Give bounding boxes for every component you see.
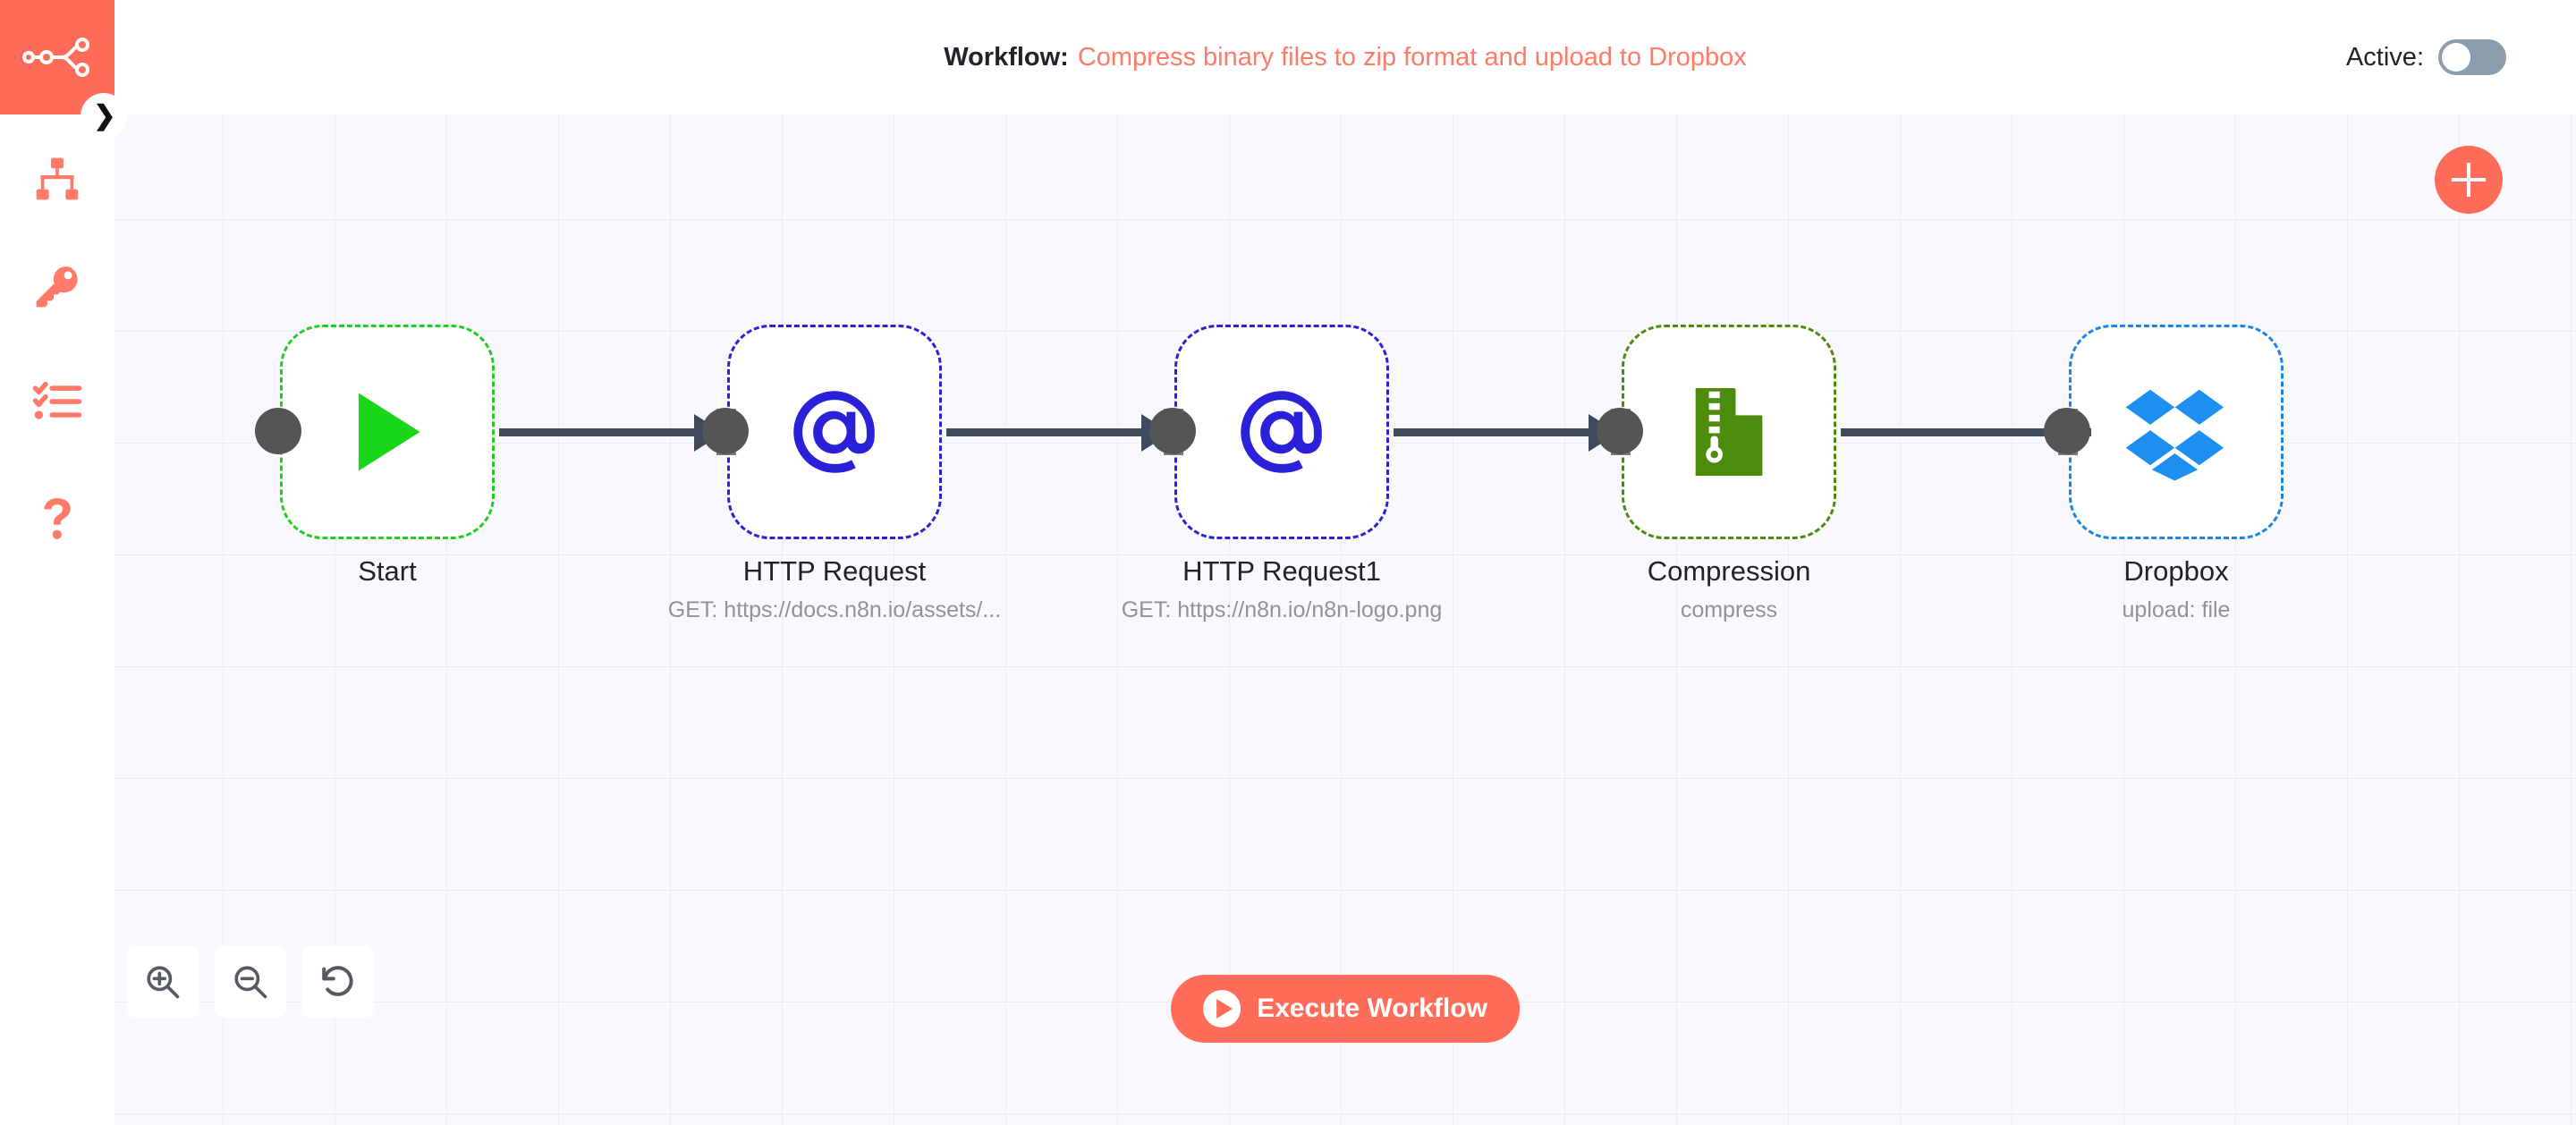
active-toggle-switch[interactable] bbox=[2438, 39, 2506, 75]
node-http-request-box[interactable] bbox=[727, 325, 942, 539]
play-circle-icon bbox=[1203, 990, 1241, 1028]
node-http-request-1-output[interactable] bbox=[1149, 408, 1196, 454]
reset-zoom-button[interactable] bbox=[302, 946, 374, 1018]
question-mark-icon bbox=[44, 498, 71, 539]
sitemap-icon bbox=[36, 157, 79, 200]
connection-http-request-1-to-compression[interactable] bbox=[1394, 428, 1614, 436]
zip-file-icon bbox=[1695, 388, 1763, 476]
zoom-out-button[interactable] bbox=[215, 946, 286, 1018]
node-dropbox-output[interactable] bbox=[2044, 408, 2090, 454]
dropbox-icon bbox=[2125, 389, 2224, 481]
at-sign-icon bbox=[793, 391, 875, 473]
execute-workflow-label: Execute Workflow bbox=[1257, 994, 1487, 1023]
workflow-name[interactable]: Compress binary files to zip format and … bbox=[1077, 42, 1747, 72]
zoom-in-button[interactable] bbox=[127, 946, 199, 1018]
node-http-request-1-label: HTTP Request1 bbox=[1182, 555, 1381, 587]
checklist-icon bbox=[32, 381, 82, 419]
add-node-button[interactable] bbox=[2435, 146, 2503, 214]
header-bar: Workflow: Compress binary files to zip f… bbox=[114, 0, 2576, 114]
sidebar-item-credentials[interactable] bbox=[0, 233, 114, 340]
chevron-right-icon: ❯ bbox=[93, 101, 116, 131]
node-compression-box[interactable] bbox=[1622, 325, 1836, 539]
sidebar-item-help[interactable] bbox=[0, 465, 114, 572]
toggle-knob bbox=[2442, 43, 2470, 72]
node-http-request-1-subtitle: GET: https://n8n.io/n8n-logo.png bbox=[1121, 597, 1443, 622]
play-triangle-icon bbox=[358, 393, 420, 471]
magnifier-plus-icon bbox=[147, 966, 180, 999]
node-http-request-output[interactable] bbox=[702, 408, 749, 454]
workflow-title: Workflow: Compress binary files to zip f… bbox=[114, 0, 2576, 114]
node-compression-output[interactable] bbox=[1597, 408, 1643, 454]
undo-arrow-icon bbox=[322, 966, 353, 996]
key-icon bbox=[36, 266, 78, 308]
sidebar-collapse-button[interactable]: ❯ bbox=[80, 93, 127, 140]
connection-http-request-to-http-request-1[interactable] bbox=[946, 428, 1166, 436]
node-start-box[interactable] bbox=[280, 325, 495, 539]
node-start-output[interactable] bbox=[255, 408, 301, 454]
at-sign-icon bbox=[1241, 391, 1322, 473]
node-dropbox-subtitle: upload: file bbox=[2122, 597, 2231, 622]
n8n-logo-icon bbox=[22, 38, 89, 77]
zoom-controls bbox=[127, 946, 374, 1018]
active-label: Active: bbox=[2345, 42, 2424, 72]
node-dropbox-box[interactable] bbox=[2069, 325, 2284, 539]
node-http-request-1-box[interactable] bbox=[1174, 325, 1389, 539]
node-dropbox-label: Dropbox bbox=[2123, 555, 2229, 587]
sidebar-item-workflows[interactable] bbox=[0, 125, 114, 233]
node-compression-label: Compression bbox=[1647, 555, 1811, 587]
app-logo[interactable] bbox=[0, 0, 114, 114]
node-start-label: Start bbox=[358, 555, 417, 587]
node-compression-subtitle: compress bbox=[1680, 597, 1778, 622]
workflow-label: Workflow: bbox=[944, 42, 1069, 72]
magnifier-minus-icon bbox=[234, 966, 267, 999]
node-http-request-label: HTTP Request bbox=[742, 555, 927, 587]
workflow-canvas[interactable]: Start HTTP Request GET: https://docs.n8n… bbox=[114, 114, 2576, 1125]
sidebar: ❯ bbox=[0, 0, 127, 1125]
execute-workflow-button[interactable]: Execute Workflow bbox=[1171, 975, 1520, 1043]
connection-compression-to-dropbox[interactable] bbox=[1841, 428, 2091, 436]
active-toggle-group: Active: bbox=[2346, 0, 2506, 114]
connection-start-to-http-request[interactable] bbox=[499, 428, 719, 436]
sidebar-item-executions[interactable] bbox=[0, 349, 114, 456]
node-http-request-subtitle: GET: https://docs.n8n.io/assets/... bbox=[667, 597, 1002, 622]
